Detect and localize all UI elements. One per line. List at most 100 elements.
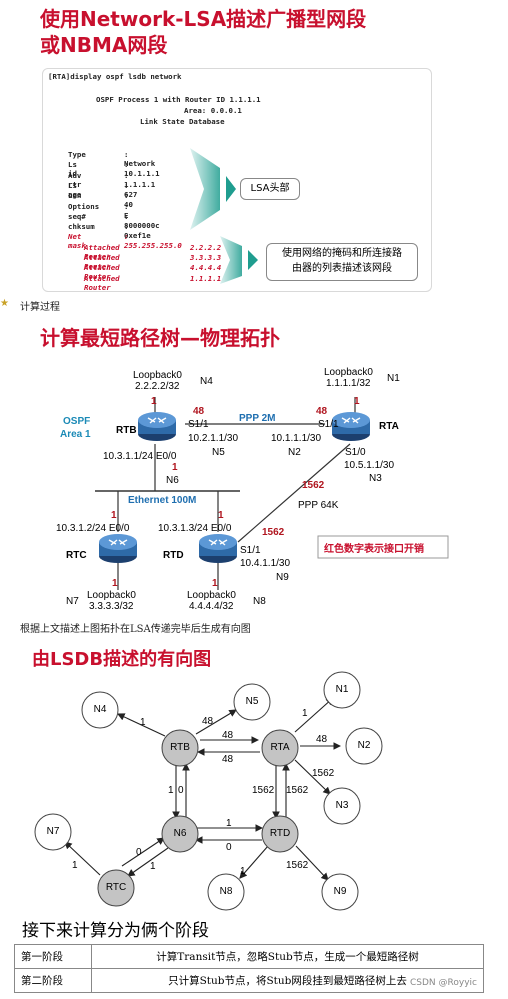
cli-field-value: 1.1.1.1 (190, 273, 222, 283)
cli-field-key: seq# (68, 211, 86, 221)
rta-s11-ip: 10.1.1.1/30 (271, 433, 322, 444)
lsa-header-callout: LSA头部 (240, 178, 300, 200)
stage-cell: 第一阶段 (14, 944, 92, 969)
table-row: 第一阶段 计算Transit节点，忽略Stub节点，生成一个最短路径树 (14, 944, 484, 969)
cli-field-key: Ls age (68, 180, 82, 199)
cost-rtb-loopback: 1 (151, 396, 157, 407)
stages-table: 第一阶段 计算Transit节点，忽略Stub节点，生成一个最短路径树 第二阶段… (14, 944, 484, 993)
arrow-right-icon (226, 176, 236, 202)
cli-field-value: : 10.1.1.1 (124, 160, 160, 179)
edge-rtd-n8: 1 (240, 866, 246, 877)
cli-field-value: : 627 (124, 180, 138, 199)
cli-field-value: : 0xef1e (124, 222, 151, 241)
cost-rtd-loopback: 1 (212, 578, 218, 589)
cost-rta-loopback: 1 (354, 396, 360, 407)
cli-command: [RTA]display ospf lsdb network (48, 72, 182, 81)
cost-rtc-loopback: 1 (112, 578, 118, 589)
network-desc-callout: 使用网络的掩码和所连接路 由器的列表描述该网段 (266, 243, 418, 281)
section1-title-line1: 使用Network-LSA描述广播型网段 (40, 7, 367, 31)
rtc-e00-label: 10.3.1.2/24 E0/0 (56, 523, 130, 534)
watermark: CSDN @Royyic (410, 978, 477, 988)
edge-rta-n1: 1 (302, 708, 308, 719)
topo-rtd: RTD (163, 550, 184, 561)
callout-arrows (190, 148, 258, 284)
stage-desc-cell: 只计算Stub节点，将Stub网段挂到最短路径树上去 (91, 968, 484, 993)
cli-field-key: Adv rtr (68, 170, 82, 189)
network-brace-icon (220, 236, 242, 284)
edge-rta-rtd: 1562 (252, 785, 275, 796)
rta-loopback-label: Loopback0 (324, 367, 373, 378)
stage-desc-cell: 计算Transit节点，忽略Stub节点，生成一个最短路径树 (91, 944, 484, 969)
cli-field-key: Ls id (68, 160, 77, 179)
rtc-loopback-label: Loopback0 (87, 590, 136, 601)
router-rtb-icon (138, 412, 176, 441)
rtd-e00-label: 10.3.1.3/24 E0/0 (158, 523, 232, 534)
rtb-e00-label: 10.3.1.1/24 E0/0 (103, 451, 177, 462)
rtb-s11-label: S1/1 (188, 419, 209, 430)
graph-node-rta: RTA (270, 742, 290, 753)
cli-field-key: chksum (68, 222, 95, 232)
physical-topology (95, 397, 449, 590)
topo-n1: N1 (387, 373, 400, 384)
cli-field-value: : 255.255.255.0 (124, 232, 182, 251)
rtb-s11-ip: 10.2.1.1/30 (188, 433, 239, 444)
cli-field-key: Attached Router (84, 273, 120, 292)
rtd-s11-ip: 10.4.1.1/30 (240, 558, 291, 569)
stage-cell: 第二阶段 (14, 968, 92, 993)
topo-rtb: RTB (116, 425, 137, 436)
network-desc-line1: 使用网络的掩码和所连接路 (282, 248, 402, 259)
edge-n6-rtd: 1 (226, 818, 232, 829)
cli-field-value: : E (124, 201, 129, 220)
cost-legend: 红色数字表示接口开销 (324, 544, 424, 555)
edge-rtc-n7: 1 (72, 860, 78, 871)
bullet-icon: ★ (0, 298, 9, 309)
graph-node-rtd: RTD (269, 828, 291, 839)
cli-field-value: : 40 (124, 191, 133, 210)
edge-n6-rtc: 1 (150, 861, 156, 872)
cli-field-value: : 8000000c (124, 211, 160, 230)
caption-directed-graph: 根据上文描述上图拓扑在LSA传递完毕后生成有向图 (20, 624, 251, 635)
graph-node-n2: N2 (357, 740, 371, 751)
topo-rtc: RTC (66, 550, 87, 561)
edge-rtb-n4: 1 (140, 717, 146, 728)
cost-rta-ppp: 48 (316, 406, 328, 417)
cli-field-value: : Network (124, 150, 156, 168)
cost-rtb-eth: 1 (172, 462, 178, 473)
cli-field-key: Attached Router (84, 242, 120, 261)
cli-field-key: Len (68, 191, 82, 201)
graph-node-n4: N4 (93, 704, 107, 715)
rta-loopback-ip: 1.1.1.1/32 (326, 378, 371, 389)
rtb-loopback-label: Loopback0 (133, 370, 182, 381)
section2-title: 计算最短路径树—物理拓扑 (40, 326, 280, 350)
topo-n5: N5 (212, 447, 225, 458)
section3-title: 由LSDB描述的有向图 (32, 649, 212, 670)
table-row: 第二阶段 只计算Stub节点，将Stub网段挂到最短路径树上去 (14, 968, 484, 993)
topo-n3: N3 (369, 473, 382, 484)
topo-n6: N6 (166, 475, 179, 486)
topo-n7: N7 (66, 596, 79, 607)
cli-area-line: Area: 0.0.0.1 (184, 106, 242, 115)
rtd-loopback-label: Loopback0 (187, 590, 236, 601)
ppp-64k-label: PPP 64K (298, 500, 339, 511)
graph-node-n6: N6 (173, 828, 187, 839)
graph-node-n3: N3 (335, 800, 349, 811)
rtd-s11-label: S1/1 (240, 545, 261, 556)
cli-field-key: Attached Router (84, 253, 120, 271)
topo-rta: RTA (379, 421, 399, 432)
edge-rtb-n5: 48 (202, 716, 214, 727)
graph-node-rtc: RTC (105, 882, 127, 893)
edge-rtd-n6: 0 (226, 842, 232, 853)
graph-node-n1: N1 (335, 684, 349, 695)
graph-node-rtb: RTB (170, 742, 190, 753)
edge-rta-n3: 1562 (312, 768, 335, 779)
topo-n4: N4 (200, 376, 213, 387)
arrow-right-icon-2 (248, 250, 258, 270)
cost-rta-64k: 1562 (302, 480, 325, 491)
graph-nodes (34, 671, 383, 911)
section1-title-line2: 或NBMA网段 (40, 33, 168, 57)
lsa-header-callout-text: LSA头部 (250, 183, 290, 194)
caption-calc-process: 计算过程 (20, 302, 60, 313)
rta-s11-label: S1/1 (318, 419, 339, 430)
cost-rtd-64k: 1562 (262, 527, 285, 538)
edge-rtd-n9: 1562 (286, 860, 309, 871)
